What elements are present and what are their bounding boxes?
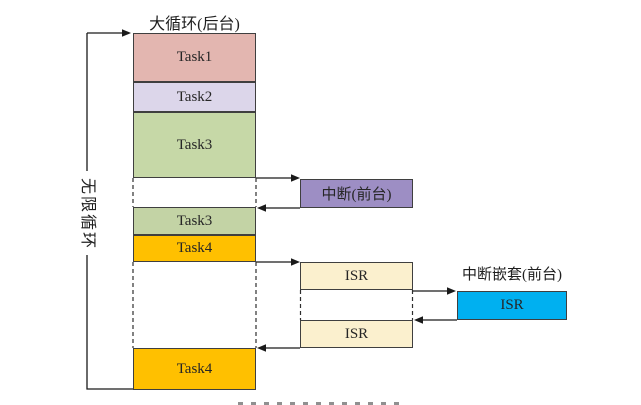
task4-block-second: Task4 (133, 348, 256, 390)
task3-block-first: Task3 (133, 112, 256, 178)
nested-isr-block: ISR (457, 291, 567, 320)
infinite-loop-label: 无限循环 (78, 174, 96, 254)
loop-line-left-lower (86, 255, 133, 390)
dashed-column-gap2 (132, 262, 257, 348)
task4-block-first: Task4 (133, 235, 256, 262)
task3-block-second: Task3 (133, 207, 256, 235)
task1-block: Task1 (133, 33, 256, 82)
figure-caption-clipped (238, 402, 406, 405)
task2-block: Task2 (133, 82, 256, 112)
background-loop-title: 大循环(后台) (149, 16, 240, 33)
isr-block-second: ISR (300, 320, 413, 348)
dashed-isr-gap (299, 290, 414, 320)
interrupt-nesting-title: 中断嵌套(前台) (462, 267, 562, 283)
dashed-column-gap1 (132, 178, 257, 207)
interrupt-foreground-block: 中断(前台) (300, 179, 413, 208)
isr-block-first: ISR (300, 262, 413, 290)
